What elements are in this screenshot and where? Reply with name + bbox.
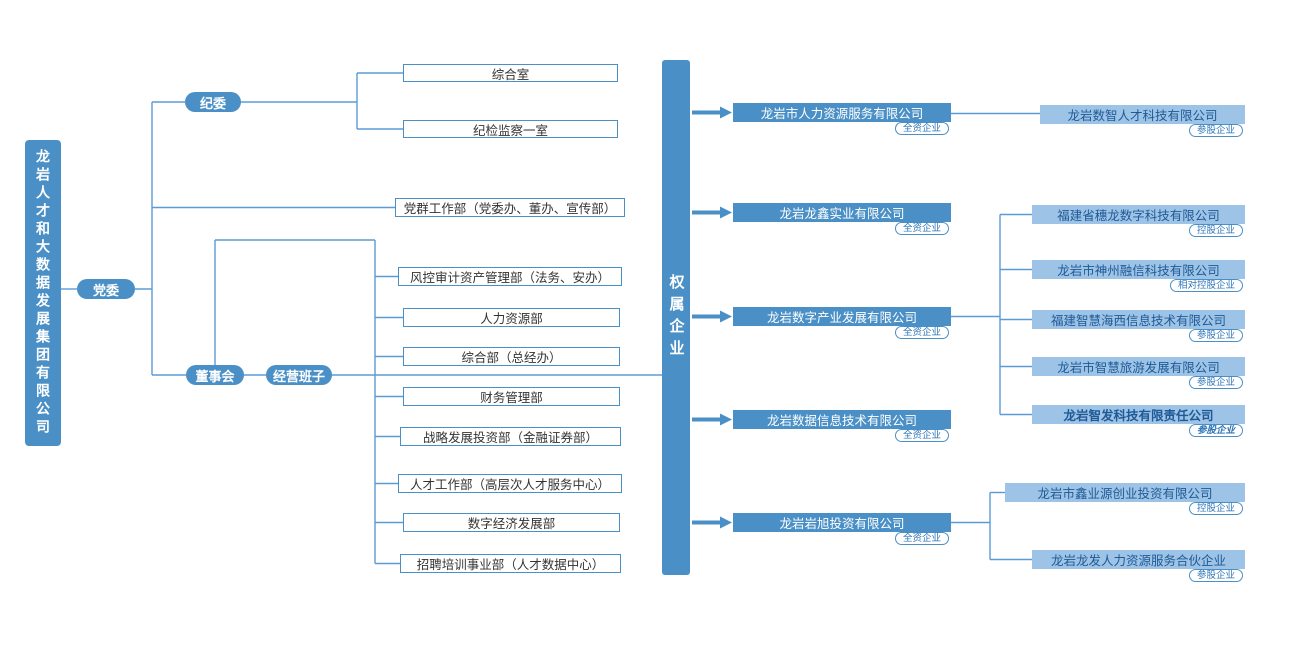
partner-node-suilong-digital: 福建省穗龙数字科技有限公司 控股企业 — [1032, 205, 1245, 237]
company-box: 龙岩数字产业发展有限公司 — [733, 307, 951, 326]
arrow-group — [692, 106, 732, 529]
partner-box: 龙岩龙发人力资源服务合伙企业 — [1032, 550, 1245, 569]
dept-box-digital-economy: 数字经济发展部 — [403, 513, 620, 532]
company-node-yanxu-investment: 龙岩岩旭投资有限公司 全资企业 — [733, 513, 951, 545]
ownership-badge: 全资企业 — [894, 122, 949, 135]
company-node-longxin-industry: 龙岩龙鑫实业有限公司 全资企业 — [733, 203, 951, 235]
dept-box-finance: 财务管理部 — [403, 387, 620, 406]
company-node-digital-industry: 龙岩数字产业发展有限公司 全资企业 — [733, 307, 951, 339]
dept-box-talent-work: 人才工作部（高层次人才服务中心） — [398, 474, 622, 493]
company-node-hr-services: 龙岩市人力资源服务有限公司 全资企业 — [733, 103, 951, 135]
partner-box: 龙岩市智慧旅游发展有限公司 — [1032, 357, 1245, 376]
partner-node-shuzhi-talent: 龙岩数智人才科技有限公司 参股企业 — [1040, 105, 1245, 137]
ownership-badge: 参股企业 — [1188, 376, 1243, 389]
partner-node-xinyeyuan-investment: 龙岩市鑫业源创业投资有限公司 控股企业 — [1005, 483, 1245, 515]
pill-board: 董事会 — [186, 365, 244, 385]
pill-discipline-committee: 纪委 — [185, 92, 241, 112]
pill-management-team: 经营班子 — [266, 365, 332, 385]
company-box: 龙岩市人力资源服务有限公司 — [733, 103, 951, 122]
dept-box-recruitment-training: 招聘培训事业部（人才数据中心） — [400, 554, 621, 573]
partner-box: 福建智慧海西信息技术有限公司 — [1032, 310, 1245, 329]
dept-box-risk-audit: 风控审计资产管理部（法务、安办） — [398, 267, 622, 286]
ownership-badge: 全资企业 — [894, 429, 949, 442]
partner-box: 龙岩智发科技有限责任公司 — [1032, 405, 1245, 424]
partner-box: 龙岩市神州融信科技有限公司 — [1032, 260, 1245, 279]
dept-box-strategy-investment: 战略发展投资部（金融证券部） — [400, 427, 621, 446]
company-box: 龙岩数据信息技术有限公司 — [733, 410, 951, 429]
dept-box-general-affairs: 综合部（总经办） — [403, 347, 620, 366]
partner-box: 福建省穗龙数字科技有限公司 — [1032, 205, 1245, 224]
dept-box-hr: 人力资源部 — [403, 308, 620, 327]
pill-party-committee: 党委 — [77, 279, 135, 299]
partner-box: 龙岩数智人才科技有限公司 — [1040, 105, 1245, 124]
partner-node-shenzhou-rongxin: 龙岩市神州融信科技有限公司 相对控股企业 — [1032, 260, 1245, 292]
company-box: 龙岩岩旭投资有限公司 — [733, 513, 951, 532]
ownership-badge: 参股企业 — [1188, 424, 1243, 437]
partner-node-smart-tourism: 龙岩市智慧旅游发展有限公司 参股企业 — [1032, 357, 1245, 389]
ownership-badge: 参股企业 — [1188, 569, 1243, 582]
office-box-inspection: 纪检监察一室 — [403, 120, 618, 138]
affiliated-enterprises-header: 权属企业 — [662, 60, 690, 575]
office-box-general: 综合室 — [403, 64, 618, 82]
ownership-badge: 全资企业 — [894, 326, 949, 339]
dept-box-party-mass: 党群工作部（党委办、董办、宣传部） — [395, 198, 625, 217]
ownership-badge: 参股企业 — [1188, 329, 1243, 342]
company-box: 龙岩龙鑫实业有限公司 — [733, 203, 951, 222]
partner-node-haixi-information: 福建智慧海西信息技术有限公司 参股企业 — [1032, 310, 1245, 342]
group-name-box: 龙岩人才和大数据发展集团有限公司 — [25, 140, 61, 446]
partner-box: 龙岩市鑫业源创业投资有限公司 — [1005, 483, 1245, 502]
ownership-badge: 控股企业 — [1188, 224, 1243, 237]
company-node-data-information: 龙岩数据信息技术有限公司 全资企业 — [733, 410, 951, 442]
partner-node-longfa-hr-partnership: 龙岩龙发人力资源服务合伙企业 参股企业 — [1032, 550, 1245, 582]
ownership-badge: 控股企业 — [1188, 502, 1243, 515]
ownership-badge: 全资企业 — [894, 532, 949, 545]
ownership-badge: 全资企业 — [894, 222, 949, 235]
ownership-badge: 参股企业 — [1188, 124, 1243, 137]
ownership-badge: 相对控股企业 — [1169, 279, 1243, 292]
partner-node-zhifa-technology: 龙岩智发科技有限责任公司 参股企业 — [1032, 405, 1245, 437]
